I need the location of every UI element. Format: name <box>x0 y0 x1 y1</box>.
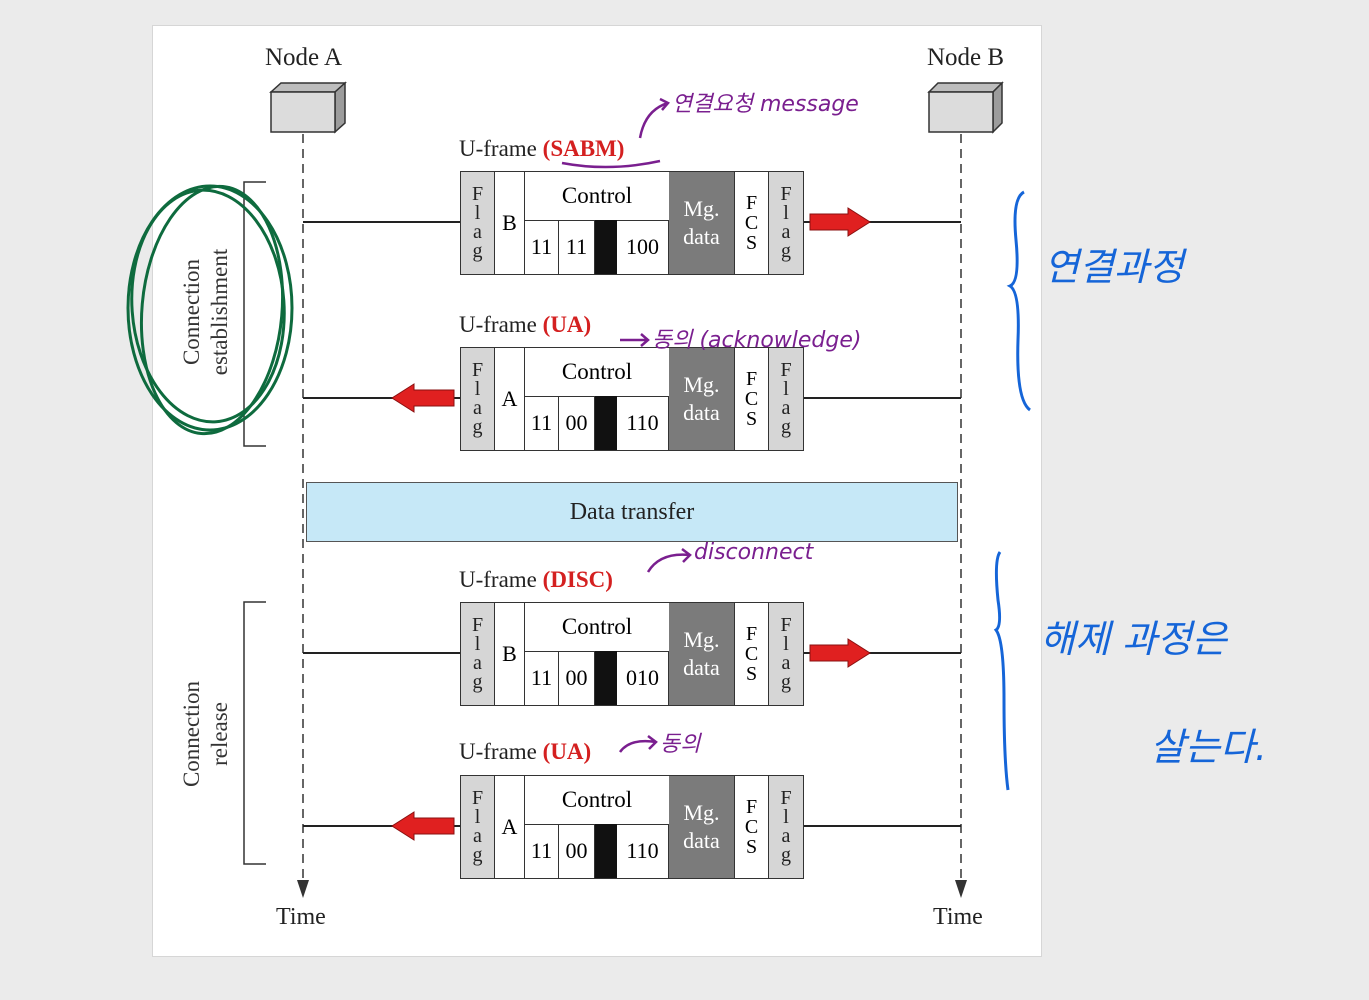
connection-release-label: Connection release <box>179 680 232 788</box>
mg-data-field: Mg.data <box>669 348 735 450</box>
establish-brace <box>1006 190 1032 412</box>
time-label-b: Time <box>933 904 983 930</box>
control-bits-3: 100 <box>617 220 669 274</box>
address-field: A <box>495 348 525 450</box>
annotation-arrow-ua2 <box>618 735 658 753</box>
mg-data-field: Mg.data <box>669 776 735 878</box>
annotation-release-note-1: 해제 과정은 <box>1040 617 1227 661</box>
node-a-label: Node A <box>265 44 343 71</box>
arrow-left-4 <box>391 811 455 841</box>
node-a-box <box>269 81 347 134</box>
control-bits-3: 110 <box>617 396 669 450</box>
control-pf-bit <box>595 220 617 274</box>
connection-establishment-label: Connection establishment <box>179 248 232 376</box>
time-label-a: Time <box>276 904 326 930</box>
control-field-header: Control <box>525 776 669 825</box>
annotation-arrow-disc <box>646 548 692 573</box>
control-bits-1: 11 <box>525 824 559 878</box>
arrow-right-1 <box>809 207 871 237</box>
address-field: B <box>495 172 525 274</box>
arrow-right-3 <box>809 638 871 668</box>
control-bits-2: 11 <box>559 220 595 274</box>
annotation-ua1: 동의 (acknowledge) <box>652 328 862 353</box>
control-bits-2: 00 <box>559 396 595 450</box>
address-field: B <box>495 603 525 705</box>
timeline-b-arrowhead <box>955 880 967 898</box>
control-pf-bit <box>595 824 617 878</box>
establishment-bracket <box>243 181 266 447</box>
frame-title-3: U-frame (DISC) <box>459 567 613 592</box>
control-bits-1: 11 <box>525 220 559 274</box>
timeline-a-arrowhead <box>297 880 309 898</box>
node-b-box <box>927 81 1004 134</box>
annotation-arrow-sabm <box>638 97 670 139</box>
control-bits-1: 11 <box>525 396 559 450</box>
mg-data-field: Mg.data <box>669 172 735 274</box>
release-bracket <box>243 601 266 865</box>
control-bits-2: 00 <box>559 651 595 705</box>
control-bits-3: 010 <box>617 651 669 705</box>
address-field: A <box>495 776 525 878</box>
control-field-header: Control <box>525 348 669 397</box>
annotation-sabm: 연결요청 message <box>672 92 859 117</box>
control-bits-1: 11 <box>525 651 559 705</box>
node-b-label: Node B <box>927 44 1005 71</box>
green-circle-scribble <box>126 184 294 436</box>
control-bits-2: 00 <box>559 824 595 878</box>
control-pf-bit <box>595 651 617 705</box>
data-transfer-band: Data transfer <box>306 482 958 542</box>
release-brace <box>993 551 1010 791</box>
control-pf-bit <box>595 396 617 450</box>
control-field-header: Control <box>525 603 669 652</box>
frame-title-2: U-frame (UA) <box>459 312 592 337</box>
annotation-ua2: 동의 <box>660 732 701 757</box>
frame-title-1: U-frame (SABM) <box>459 136 625 161</box>
annotation-release-note-2: 살는다. <box>1150 725 1267 769</box>
annotation-disc: disconnect <box>694 540 814 565</box>
mg-data-field: Mg.data <box>669 603 735 705</box>
annotation-establish-note: 연결과정 <box>1044 245 1184 289</box>
control-field-header: Control <box>525 172 669 221</box>
control-bits-3: 110 <box>617 824 669 878</box>
frame-title-4: U-frame (UA) <box>459 739 592 764</box>
annotation-arrow-ua1 <box>620 333 650 347</box>
arrow-left-2 <box>391 383 455 413</box>
sabm-underline <box>561 159 661 169</box>
